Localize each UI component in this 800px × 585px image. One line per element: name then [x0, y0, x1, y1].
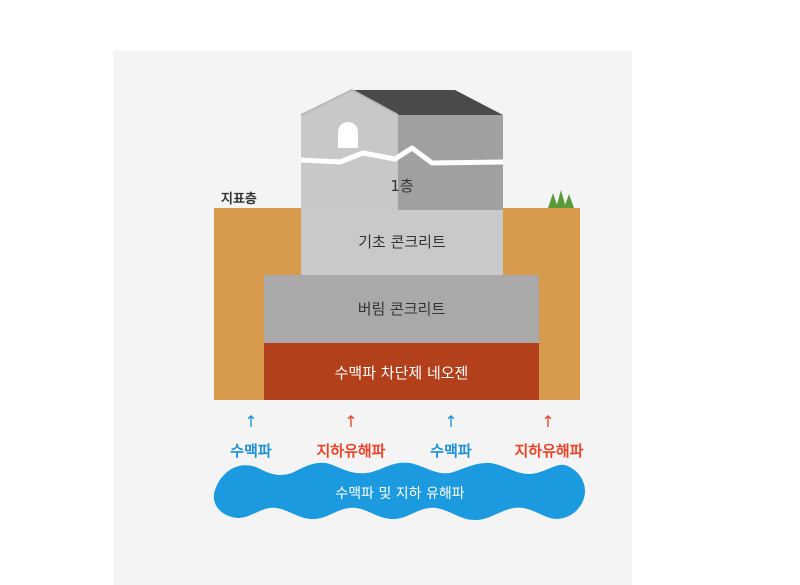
source-label: 지하유해파	[514, 442, 584, 460]
arrow-up-icon: ↑	[444, 412, 458, 431]
base-concrete	[264, 275, 539, 343]
source-label: 수맥파	[430, 442, 472, 460]
barrier-label: 수맥파 차단제 네오젠	[334, 363, 469, 382]
base-concrete-label: 버림 콘크리트	[357, 299, 446, 318]
arrow-up-icon: ↑	[541, 412, 555, 431]
barrier-layer	[264, 343, 539, 400]
wave-band	[213, 462, 586, 520]
first-floor-label: 1층	[390, 176, 414, 195]
window-icon	[338, 122, 358, 148]
wave-band-label: 수맥파 및 지하 유해파	[335, 486, 465, 502]
source-label: 수맥파	[230, 442, 272, 460]
foundation-concrete	[301, 210, 503, 275]
arrow-up-icon: ↑	[244, 412, 258, 431]
arrow-up-icon: ↑	[344, 412, 358, 431]
source-label: 지하유해파	[316, 442, 386, 460]
foundation-label: 기초 콘크리트	[358, 232, 446, 251]
house-icon	[300, 88, 504, 210]
ground-layer-label: 지표층	[221, 192, 257, 207]
grass-icon	[548, 190, 574, 208]
